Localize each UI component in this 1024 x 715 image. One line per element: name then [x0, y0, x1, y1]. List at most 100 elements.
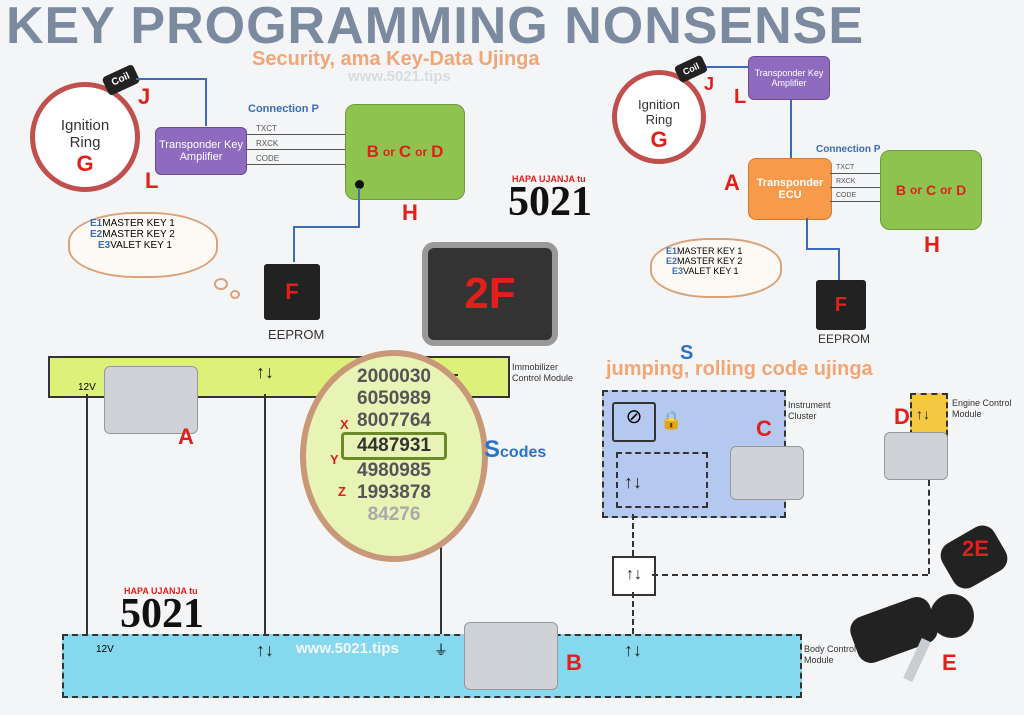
- box-c: C: [398, 142, 412, 161]
- gateway-box: ↑↓: [612, 556, 656, 596]
- ring-label-line1: Ignition: [60, 117, 110, 134]
- key-name: VALET KEY 1: [110, 240, 172, 251]
- amp-letter: L: [734, 86, 747, 108]
- key-cloud-left: [68, 212, 218, 278]
- key-head-icon: [930, 594, 974, 638]
- car-lock-icon: 🔒: [660, 410, 683, 430]
- key-list-left: E1MASTER KEY 1 E2MASTER KEY 2 E3VALET KE…: [90, 218, 175, 251]
- signal-code: CODE: [256, 154, 280, 163]
- ring-label-line1: Ignition: [638, 97, 680, 112]
- body-module-label: Body Control Module: [804, 644, 857, 665]
- connection-label: Connection P: [248, 103, 319, 115]
- bidirectional-arrow-icon: ↑↓: [624, 640, 642, 660]
- signal-rxck: RXCK: [836, 178, 856, 185]
- code-row: 6050989: [357, 388, 431, 409]
- logo-5021-top: 5021: [508, 179, 592, 225]
- logo-tag-top: HAPA UJANJA tu: [512, 174, 586, 184]
- box-or: or: [382, 145, 395, 159]
- logo-tag-bottom: HAPA UJANJA tu: [124, 586, 198, 596]
- cluster-inner-box: [616, 452, 708, 508]
- port-dot: [355, 180, 364, 189]
- code-row: 2000030: [357, 366, 431, 387]
- watermark-url-bottom: www.5021.tips: [296, 640, 399, 657]
- transponder-ecu: Transponder ECU: [748, 158, 832, 220]
- page-title: KEY PROGRAMMING NONSENSE: [6, 0, 865, 55]
- key-letter-2e: 2E: [962, 536, 989, 561]
- signal-rxck: RXCK: [256, 139, 279, 148]
- scodes-label: Scodes: [484, 436, 546, 464]
- box-or: or: [909, 183, 922, 197]
- coil-letter: J: [138, 84, 151, 109]
- ring-letter: G: [76, 151, 94, 176]
- key-list-right: E1MASTER KEY 1 E2MASTER KEY 2 E3VALET KE…: [666, 246, 742, 276]
- instrument-cluster-label: Instrument Cluster: [788, 400, 831, 421]
- key-tag: E3: [98, 240, 111, 251]
- box-b: B: [366, 142, 379, 161]
- eeprom-label-right: EEPROM: [818, 332, 871, 346]
- ecu-unit-a: [104, 366, 198, 434]
- box-d: D: [956, 182, 967, 198]
- bidirectional-arrow-icon: ↑↓: [624, 472, 642, 492]
- key-tag: E1: [90, 218, 103, 229]
- ecu-letter-a: A: [178, 424, 194, 449]
- scodes-s: S: [484, 436, 501, 463]
- subtitle: Security, ama Key-Data Ujinga: [252, 48, 540, 70]
- ecu-unit-c: [730, 446, 804, 500]
- ecu-unit-d: [884, 432, 948, 480]
- key-name: MASTER KEY 2: [102, 229, 175, 240]
- key-name: MASTER KEY 1: [677, 246, 743, 256]
- code-magnifier: 2000030 6050989 8007764 4487931 4980985 …: [300, 350, 488, 562]
- key-name: MASTER KEY 2: [677, 256, 743, 266]
- eeprom-chip-left: F: [264, 264, 320, 320]
- bidirectional-arrow-icon: ↑↓: [626, 566, 642, 583]
- s-label: S: [680, 342, 694, 364]
- ground-icon: ⏚: [434, 642, 448, 658]
- signal-txct: TXCT: [256, 124, 277, 133]
- signal-code: CODE: [836, 192, 857, 199]
- transponder-amplifier-right: Transponder Key Amplifier: [748, 56, 830, 100]
- body-control-module-bar: [62, 634, 802, 698]
- box-or: or: [415, 145, 428, 159]
- bidirectional-arrow-icon: ↑↓: [256, 640, 274, 660]
- connection-label: Connection P: [816, 144, 881, 155]
- key-tag: E1: [666, 246, 678, 256]
- box-b: B: [895, 182, 906, 198]
- code-row: 4980985: [357, 460, 431, 481]
- code-letter-x: X: [340, 417, 349, 432]
- ignition-ring-left: Ignition Ring G: [30, 82, 140, 192]
- module-letter: H: [402, 200, 418, 225]
- ecu-letter: A: [724, 170, 740, 195]
- ring-label-line2: Ring: [645, 112, 673, 127]
- scodes-rest: codes: [500, 444, 547, 461]
- jumping-label: jumping, rolling code ujinga: [606, 358, 873, 380]
- ring-letter: G: [650, 127, 668, 152]
- key-tag: E2: [90, 229, 103, 240]
- code-letter-z: Z: [338, 484, 346, 499]
- instrument-letter: C: [756, 416, 772, 441]
- coil-letter: J: [704, 74, 715, 94]
- warning-lamp-icon: ⊘: [612, 402, 656, 442]
- code-letter-y: Y: [330, 452, 339, 467]
- engine-letter: D: [894, 404, 910, 429]
- watermark-url-top: www.5021.tips: [348, 68, 451, 85]
- microcontroller-chip: 2F: [428, 248, 552, 340]
- ecu-unit-b: [464, 622, 558, 690]
- box-d: D: [431, 142, 444, 161]
- signal-txct: TXCT: [836, 164, 855, 171]
- car-key-fob-icon: [846, 593, 942, 667]
- amp-letter: L: [145, 168, 159, 193]
- key-name: VALET KEY 1: [683, 266, 739, 276]
- box-c: C: [925, 182, 937, 198]
- key-letter-e: E: [942, 650, 957, 675]
- code-row: 1993878: [357, 482, 431, 503]
- module-letter: H: [924, 232, 940, 257]
- key-tag: E3: [672, 266, 684, 276]
- key-name: MASTER KEY 1: [102, 218, 175, 229]
- bidirectional-arrow-icon: ↑↓: [916, 406, 930, 422]
- ring-label-line2: Ring: [69, 134, 101, 151]
- body-voltage: 12V: [96, 644, 114, 655]
- box-or: or: [940, 183, 953, 197]
- engine-module-label: Engine Control Module: [952, 398, 1012, 419]
